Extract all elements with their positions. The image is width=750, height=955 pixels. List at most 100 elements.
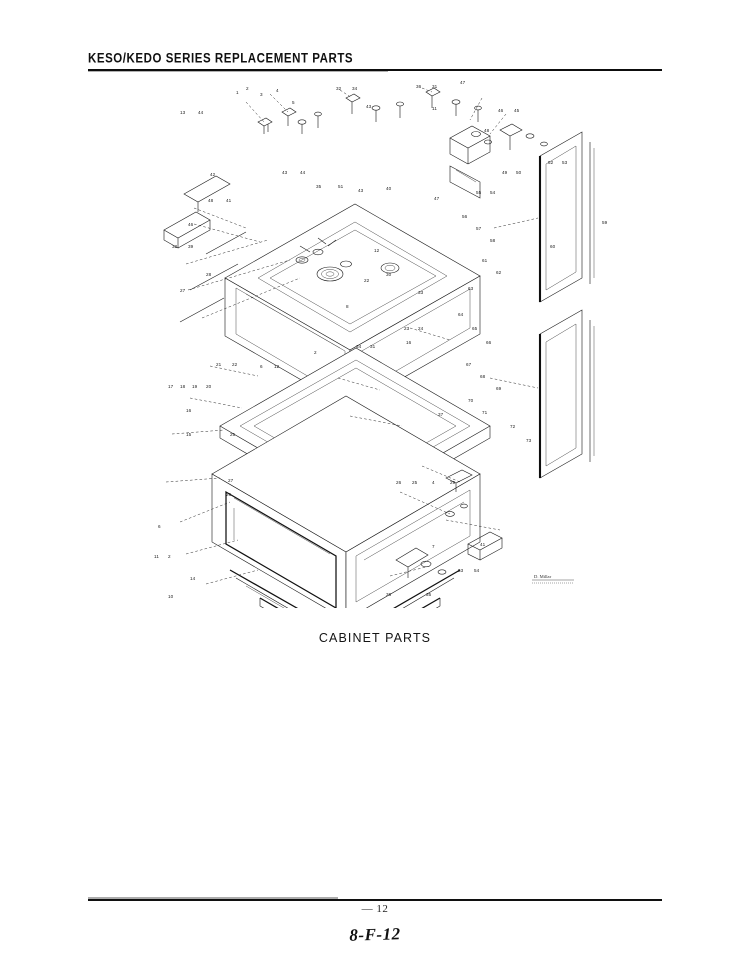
svg-text:59: 59 [602,220,608,225]
svg-text:7: 7 [432,544,435,549]
svg-text:53: 53 [458,568,464,573]
svg-text:43: 43 [282,170,288,175]
svg-text:41: 41 [226,198,232,203]
svg-text:32: 32 [172,244,178,249]
svg-text:49: 49 [502,170,508,175]
footer-rule-secondary [88,897,338,899]
svg-text:27: 27 [228,478,234,483]
svg-text:65: 65 [472,326,478,331]
svg-text:43: 43 [358,188,364,193]
svg-text:43: 43 [366,104,372,109]
svg-text:21: 21 [216,362,222,367]
header-title: KESO/KEDO SERIES REPLACEMENT PARTS [88,52,354,67]
svg-text:56: 56 [462,214,468,219]
exploded-parts-diagram: 1 2 3 4 5 32 34 36 31 13 44 43 11 47 46 … [150,78,620,608]
svg-text:72: 72 [510,424,516,429]
svg-text:71: 71 [482,410,488,415]
svg-text:16: 16 [186,408,192,413]
svg-text:4: 4 [276,88,279,93]
svg-text:54: 54 [490,190,496,195]
base-rail-assembly [259,597,441,608]
svg-text:52: 52 [548,160,554,165]
lower-cabinet-body [211,395,481,608]
svg-text:67: 67 [466,362,472,367]
svg-text:16: 16 [406,340,412,345]
svg-text:54: 54 [474,568,480,573]
svg-text:34: 34 [352,86,358,91]
svg-text:41: 41 [480,542,486,547]
svg-text:64: 64 [458,312,464,317]
svg-text:6: 6 [260,364,263,369]
svg-text:33: 33 [418,290,424,295]
svg-text:50: 50 [516,170,522,175]
header-rule [88,69,662,72]
svg-text:29: 29 [450,480,456,485]
burner-cluster [295,237,400,282]
svg-text:66: 66 [486,340,492,345]
footer-rule [88,899,662,901]
svg-text:10: 10 [168,594,174,599]
control-valve-assembly [449,123,548,199]
svg-text:14: 14 [190,576,196,581]
svg-text:44: 44 [300,170,306,175]
svg-text:4: 4 [432,480,435,485]
svg-text:6: 6 [158,524,161,529]
svg-text:34: 34 [356,344,362,349]
svg-text:8: 8 [346,304,349,309]
svg-text:24: 24 [418,326,424,331]
svg-text:2: 2 [168,554,171,559]
svg-text:53: 53 [562,160,568,165]
svg-text:19: 19 [192,384,198,389]
left-bracket-group [163,175,247,323]
leader-lines [165,87,539,585]
svg-text:1: 1 [236,90,239,95]
svg-text:11: 11 [154,554,159,559]
svg-text:22: 22 [364,278,370,283]
svg-text:3: 3 [260,92,263,97]
svg-text:30: 30 [386,272,392,277]
svg-text:5: 5 [292,100,295,105]
svg-text:11: 11 [432,106,437,111]
svg-text:70: 70 [468,398,474,403]
svg-text:61: 61 [482,258,488,263]
svg-text:39: 39 [188,244,194,249]
svg-text:44: 44 [198,110,204,115]
svg-text:31: 31 [432,84,438,89]
svg-text:37: 37 [438,412,444,417]
svg-text:32: 32 [336,86,342,91]
svg-text:35: 35 [426,592,432,597]
svg-text:36: 36 [416,84,422,89]
part-callouts: 1 2 3 4 5 32 34 36 31 13 44 43 11 47 46 … [154,80,608,599]
svg-text:60: 60 [550,244,556,249]
svg-text:36: 36 [386,592,392,597]
svg-text:68: 68 [480,374,486,379]
svg-text:57: 57 [476,226,482,231]
page-header: KESO/KEDO SERIES REPLACEMENT PARTS [88,52,662,73]
figure-caption: CABINET PARTS [318,630,432,646]
small-parts-group [395,469,503,578]
svg-text:58: 58 [490,238,496,243]
svg-text:46: 46 [188,222,194,227]
svg-text:51: 51 [338,184,344,189]
svg-text:2: 2 [314,350,317,355]
svg-text:31: 31 [370,344,376,349]
svg-text:12: 12 [274,364,280,369]
svg-text:18: 18 [180,384,186,389]
svg-text:25: 25 [230,432,236,437]
svg-text:23: 23 [404,326,410,331]
svg-text:27: 27 [180,288,186,293]
svg-text:17: 17 [168,384,174,389]
svg-text:46: 46 [498,108,504,113]
svg-text:35: 35 [316,184,322,189]
svg-text:73: 73 [526,438,532,443]
upper-hardware-group [257,87,482,134]
drawing-signature: D. Millar [532,574,574,584]
svg-text:62: 62 [496,270,502,275]
svg-text:48: 48 [208,198,214,203]
svg-text:47: 47 [460,80,466,85]
header-rule-secondary [88,71,388,73]
svg-text:47: 47 [434,196,440,201]
handwritten-reference-mark: 8-F-12 [349,924,401,945]
svg-text:26: 26 [396,480,402,485]
